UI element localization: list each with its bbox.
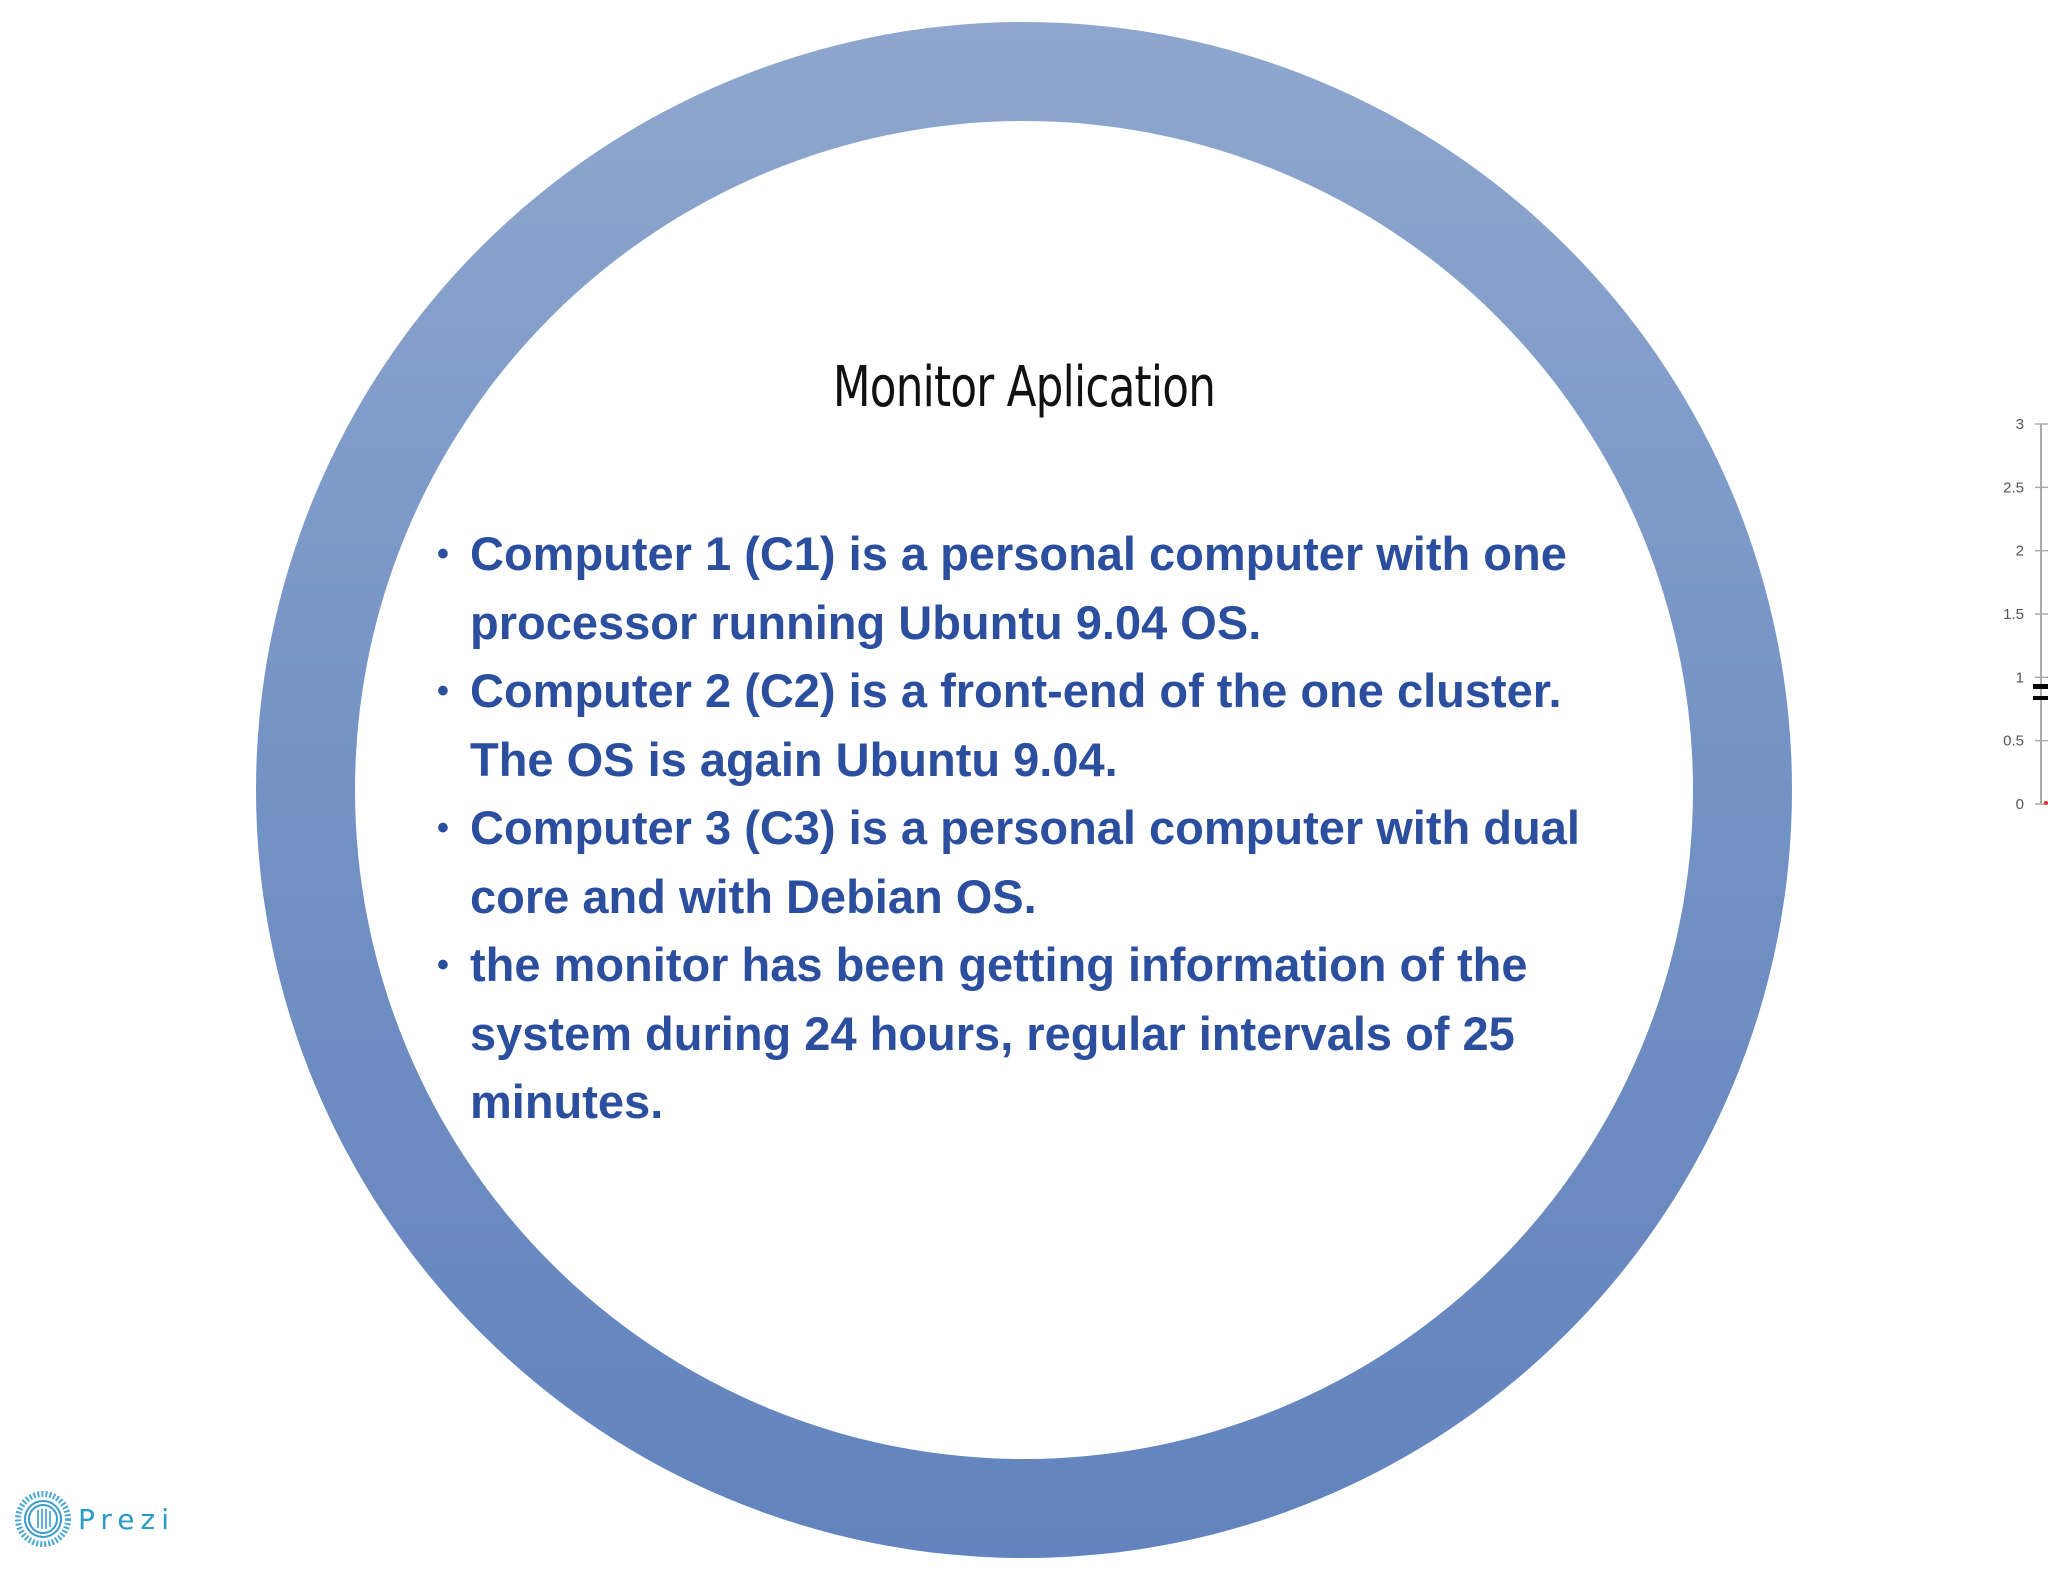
y-tick-label: 0 [2016, 796, 2024, 813]
circle-inner [355, 121, 1693, 1459]
y-tick-label: 2.5 [2003, 479, 2024, 496]
y-tick-label: 0.5 [2003, 733, 2024, 750]
y-tick-label: 1.5 [2003, 606, 2024, 623]
bullet-list: •Computer 1 (C1) is a personal computer … [430, 520, 1610, 1137]
slide-title: Monitor Aplication [832, 355, 1216, 420]
prezi-logo-icon [15, 1491, 71, 1547]
bullet-item: •Computer 2 (C2) is a front-end of the o… [437, 664, 1562, 786]
bullet-item: •Computer 3 (C3) is a personal computer … [437, 801, 1580, 923]
y-tick-label: 2 [2016, 543, 2024, 560]
partial-chart: 3 2.5 2 1.5 1 0.5 0 [2003, 416, 2048, 813]
y-tick-label: 1 [2016, 669, 2024, 686]
y-tick-label: 3 [2016, 416, 2024, 433]
prezi-logo: Prezi [14, 1490, 175, 1548]
bullet-item: •Computer 1 (C1) is a personal computer … [437, 527, 1567, 649]
series-marker [2033, 696, 2048, 700]
bullet-item: •the monitor has been getting informatio… [437, 938, 1528, 1128]
circle-frame [256, 22, 1792, 1558]
data-point [2044, 801, 2048, 805]
prezi-logo-text: Prezi [78, 1502, 175, 1536]
series-marker [2033, 684, 2048, 689]
